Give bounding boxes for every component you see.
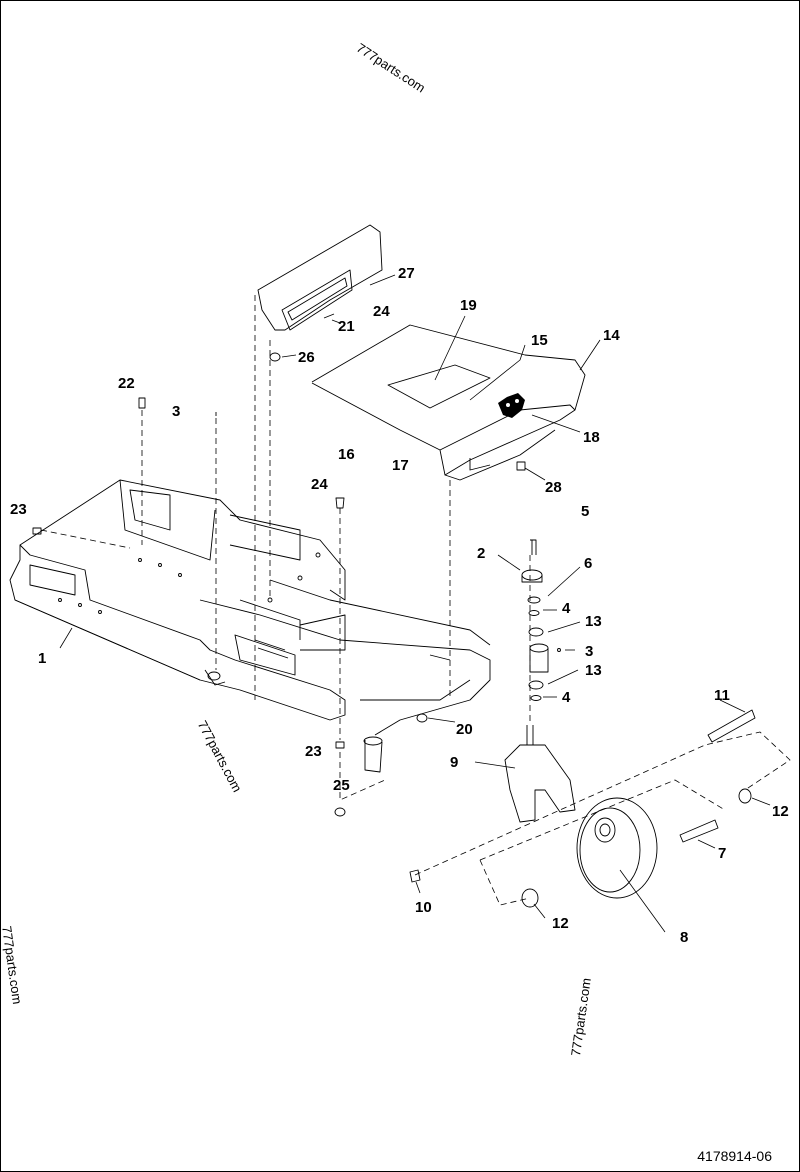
- callout-label: 8: [680, 929, 688, 946]
- callout-label: 4: [562, 689, 571, 706]
- callout-label: 2: [477, 545, 485, 562]
- callout-label: 11: [714, 687, 730, 704]
- callout-label: 14: [603, 327, 620, 344]
- callout-label: 20: [456, 721, 473, 738]
- callout-label: 3: [585, 643, 593, 660]
- callout-label: 18: [583, 429, 600, 446]
- callout-label: 7: [718, 845, 726, 862]
- callout-label: 22: [118, 375, 135, 392]
- callout-label: 12: [552, 915, 569, 932]
- seat-deck-panel: [311, 324, 586, 481]
- main-frame: [9, 479, 491, 773]
- callout-label: 13: [585, 613, 602, 630]
- document-id: 4178914-06: [697, 1148, 772, 1164]
- callout-label: 21: [338, 318, 355, 335]
- bobcat-decal-icon: [498, 393, 525, 418]
- callout-label: 16: [338, 446, 355, 463]
- assembly-guide-lines: [40, 295, 791, 906]
- callout-label: 9: [450, 754, 458, 771]
- hardware-items: [32, 397, 561, 817]
- callout-label: 6: [584, 555, 592, 572]
- callout-label: 12: [772, 803, 789, 820]
- callout-label: 3: [172, 403, 180, 420]
- callout-labels: 1 2 3 3 4 4 5 6 7 8 9 10 11 12 12 13 13 …: [10, 265, 789, 946]
- rear-cover-panel: [257, 224, 383, 362]
- callout-label: 24: [373, 303, 390, 320]
- caster-wheel: [409, 709, 756, 908]
- caster-pivot-assembly: [504, 539, 576, 823]
- callout-label: 25: [333, 777, 350, 794]
- callout-label: 28: [545, 479, 562, 496]
- callout-label: 10: [415, 899, 432, 916]
- callout-label: 19: [460, 297, 477, 314]
- callout-label: 23: [305, 743, 322, 760]
- callout-label: 17: [392, 457, 409, 474]
- callout-label: 1: [38, 650, 46, 667]
- callout-label: 13: [585, 662, 602, 679]
- callout-label: 26: [298, 349, 315, 366]
- callout-label: 23: [10, 501, 27, 518]
- callout-label: 15: [531, 332, 548, 349]
- callout-label: 5: [581, 503, 589, 520]
- callout-label: 24: [311, 476, 328, 493]
- callout-label: 27: [398, 265, 415, 282]
- callout-leaders: [59, 274, 771, 933]
- callout-label: 4: [562, 600, 571, 617]
